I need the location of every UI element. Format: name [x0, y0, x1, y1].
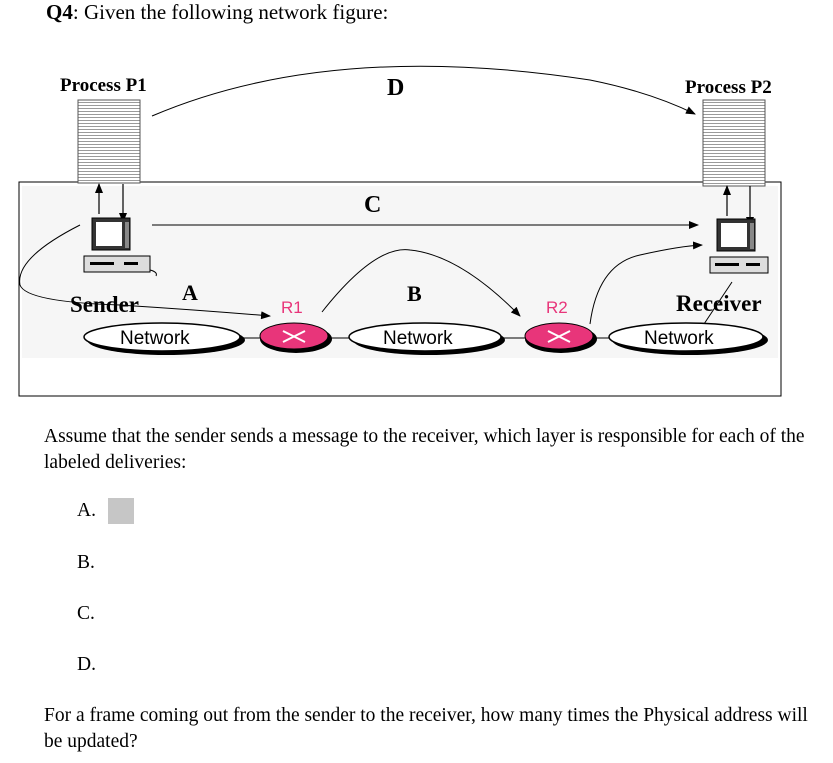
- router-r1-icon: [259, 322, 332, 353]
- arrow-d: [151, 65, 696, 117]
- option-c-label: C.: [77, 603, 95, 624]
- network-cloud-1: [83, 322, 241, 352]
- question-paragraph-1: Assume that the sender sends a message t…: [44, 426, 805, 473]
- label-network-3: Network: [644, 328, 714, 349]
- network-frame: [18, 181, 782, 397]
- arrow-b: [321, 249, 521, 317]
- arrow-r2-receiver: [589, 241, 703, 325]
- label-receiver: Receiver: [676, 291, 762, 316]
- label-a: A: [182, 280, 198, 305]
- question-paragraph-2: For a frame coming out from the sender t…: [44, 705, 808, 752]
- question-number: Q4: [46, 0, 73, 24]
- label-d: D: [387, 75, 404, 101]
- process-p2-doc: [702, 99, 766, 187]
- network-cloud-2: [348, 322, 502, 352]
- label-process-p1: Process P1: [60, 75, 147, 96]
- sender-computer-icon: [83, 217, 157, 277]
- router-r2-icon: [524, 322, 597, 353]
- option-b-label: B.: [77, 552, 95, 573]
- label-c: C: [364, 192, 381, 218]
- answer-box-a[interactable]: [108, 498, 134, 524]
- label-sender: Sender: [70, 292, 139, 317]
- label-process-p2: Process P2: [685, 77, 772, 98]
- arrow-a: [19, 224, 271, 320]
- option-a-label: A.: [77, 500, 96, 521]
- label-network-1: Network: [120, 328, 190, 349]
- process-p1-doc: [77, 99, 141, 184]
- label-b: B: [407, 281, 422, 306]
- label-network-2: Network: [383, 328, 453, 349]
- option-d-label: D.: [77, 654, 96, 675]
- receiver-computer-icon: [709, 218, 769, 274]
- network-cloud-3: [608, 322, 764, 352]
- label-r1: R1: [281, 298, 303, 317]
- label-r2: R2: [546, 298, 568, 317]
- question-text: Given the following network figure:: [83, 0, 389, 24]
- question-title: Q4: Given the following network figure:: [46, 0, 389, 24]
